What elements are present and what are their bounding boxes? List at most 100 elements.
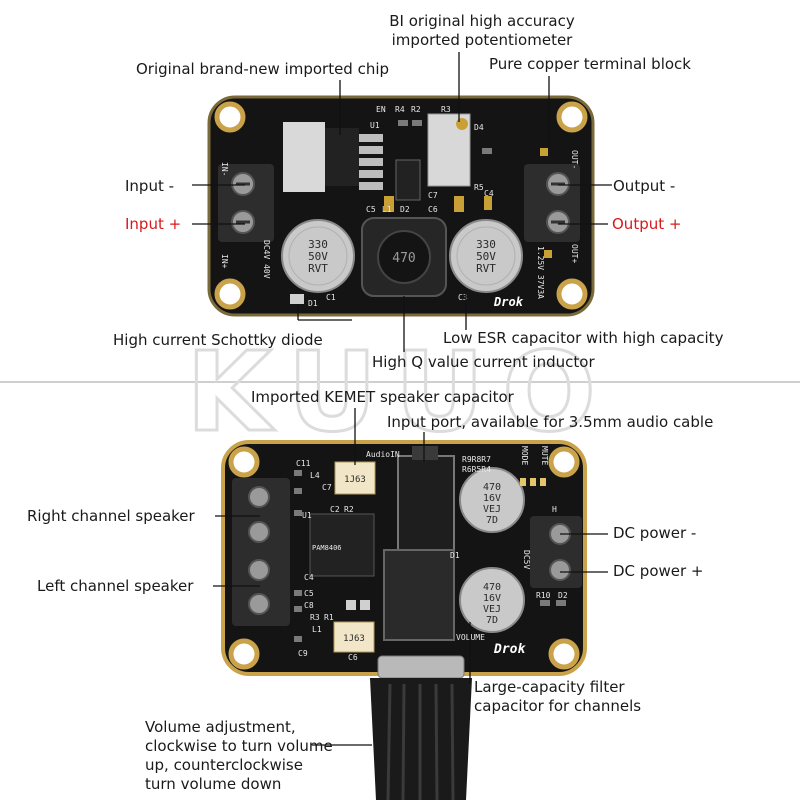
bottom-filter-cap-bottom (459, 567, 525, 633)
silk-part-h: H (552, 505, 557, 514)
silk-dc-input: DC5V (522, 550, 531, 569)
bottom-kemet-cap-bottom (333, 621, 375, 653)
top-cap-markings: 330 50V RVT 330 50V RVT (308, 238, 496, 275)
filter-cap-top-line1: 470 (483, 482, 501, 493)
silk-part-c2: C2 (330, 505, 340, 514)
silk-in-plus: IN+ (220, 254, 229, 269)
label-input-port: Input port, available for 3.5mm audio ca… (387, 413, 714, 431)
filter-cap-bottom-line4: 7D (486, 615, 498, 626)
label-volume-adjustment: Volume adjustment, clockwise to turn vol… (145, 718, 333, 793)
silk-part-r10: R10 (536, 591, 551, 600)
label-terminal-block: Pure copper terminal block (489, 55, 691, 73)
silk-part-c9: C9 (298, 649, 308, 658)
silk-part-u1: U1 (370, 121, 380, 130)
silk-out-range: 1.25V 37V3A (536, 246, 545, 299)
kemet-top-marking: 1J63 (344, 475, 366, 485)
top-silkscreen: IN- IN+ OUT- OUT+ DC4V 40V 1.25V 37V3A E… (220, 105, 579, 309)
silk-part-l1: L1 (312, 625, 322, 634)
silk-part-c4: C4 (484, 189, 494, 198)
bottom-speaker-terminal-block (232, 478, 290, 626)
label-input-plus: Input + (125, 215, 182, 233)
label-left-channel: Left channel speaker (37, 577, 194, 595)
silk-part-mode: MODE (520, 446, 529, 465)
top-leader-lines (192, 52, 612, 352)
bottom-leader-lines (213, 408, 608, 746)
silk-out-minus: OUT- (570, 150, 579, 169)
bottom-filter-cap-markings: 470 16V VEJ 7D 470 16V VEJ 7D (483, 482, 501, 626)
silk-part-r3: R3 (441, 105, 451, 114)
silk-part-d1: D1 (450, 551, 460, 560)
silk-part-c8: C8 (304, 601, 314, 610)
silk-part-r6r5r4: R6R5R4 (462, 465, 491, 474)
silk-part-c1: C1 (326, 293, 336, 302)
top-board (207, 95, 595, 317)
silk-part-r4: R4 (395, 105, 405, 114)
silk-part-c11: C11 (296, 459, 311, 468)
silk-part-c6: C6 (348, 653, 358, 662)
bottom-kemet-cap-top (334, 461, 376, 495)
top-pad-out-plus (544, 250, 552, 258)
label-potentiometer: BI original high accuracy imported poten… (389, 12, 575, 49)
silk-part-r3: R3 (310, 613, 320, 622)
silk-part-en: EN (376, 105, 386, 114)
label-right-channel: Right channel speaker (27, 507, 195, 525)
bottom-board (221, 440, 587, 800)
bottom-volume-pot-body (383, 549, 455, 641)
filter-cap-top-line3: VEJ (483, 504, 501, 515)
silk-part-mute: MUTE (540, 446, 549, 465)
silk-chip: PAM8406 (312, 544, 342, 552)
kemet-bottom-marking: 1J63 (343, 634, 365, 644)
top-cap-right-line2: 50V (476, 250, 496, 263)
silk-out-plus: OUT+ (570, 244, 579, 263)
top-capacitor-left (281, 219, 355, 293)
filter-cap-bottom-line2: 16V (483, 593, 501, 604)
label-schottky-diode: High current Schottky diode (113, 331, 323, 349)
silk-part-c4: C4 (304, 573, 314, 582)
bottom-audio-jack (397, 446, 455, 553)
silk-part-c5: C5 (304, 589, 314, 598)
top-cap-left-line1: 330 (308, 238, 328, 251)
silk-part-c6: C6 (428, 205, 438, 214)
top-cap-right-line1: 330 (476, 238, 496, 251)
bottom-smd-parts (294, 470, 566, 642)
silk-part-l1: L1 (382, 205, 392, 214)
silk-part-d2: D2 (400, 205, 410, 214)
silk-in-minus: IN- (220, 162, 229, 176)
bottom-status-leds (520, 478, 546, 486)
silk-dc-range: DC4V 40V (262, 240, 271, 279)
top-smd-parts (290, 120, 492, 304)
volume-knob[interactable] (370, 655, 472, 800)
silk-part-r9r8r7: R9R8R7 (462, 455, 491, 464)
silk-part-d2: D2 (558, 591, 568, 600)
filter-cap-top-line4: 7D (486, 515, 498, 526)
bottom-amplifier-chip (309, 513, 375, 577)
top-output-terminal-block (524, 164, 580, 242)
label-output-plus: Output + (612, 215, 682, 233)
silk-part-d1: D1 (308, 299, 318, 308)
top-cap-right-line3: RVT (476, 262, 496, 275)
top-mounting-holes (214, 101, 588, 310)
label-output-minus: Output - (613, 177, 676, 195)
filter-cap-bottom-line3: VEJ (483, 604, 501, 615)
silk-part-d4: D4 (474, 123, 484, 132)
top-brand-logo: Drok (493, 295, 524, 309)
top-cap-left-line3: RVT (308, 262, 328, 275)
label-filter-capacitor: Large-capacity filter capacitor for chan… (474, 678, 642, 715)
label-input-minus: Input - (125, 177, 175, 195)
label-dc-power-plus: DC power + (613, 562, 704, 580)
silk-part-r2: R2 (344, 505, 354, 514)
top-regulator-chip (283, 122, 383, 192)
silk-part-c3: C3 (458, 293, 468, 302)
silk-part-c7: C7 (322, 483, 332, 492)
silk-part-l4: L4 (310, 471, 320, 480)
label-dc-power-minus: DC power - (613, 524, 697, 542)
top-cap-left-line2: 50V (308, 250, 328, 263)
bottom-filter-cap-top (459, 467, 525, 533)
silk-part-r5: R5 (474, 183, 484, 192)
silk-part-r1: R1 (324, 613, 334, 622)
filter-cap-bottom-line1: 470 (483, 582, 501, 593)
filter-cap-top-line2: 16V (483, 493, 501, 504)
top-input-terminal-block (218, 164, 274, 242)
bottom-kemet-markings: 1J63 1J63 (343, 475, 366, 644)
